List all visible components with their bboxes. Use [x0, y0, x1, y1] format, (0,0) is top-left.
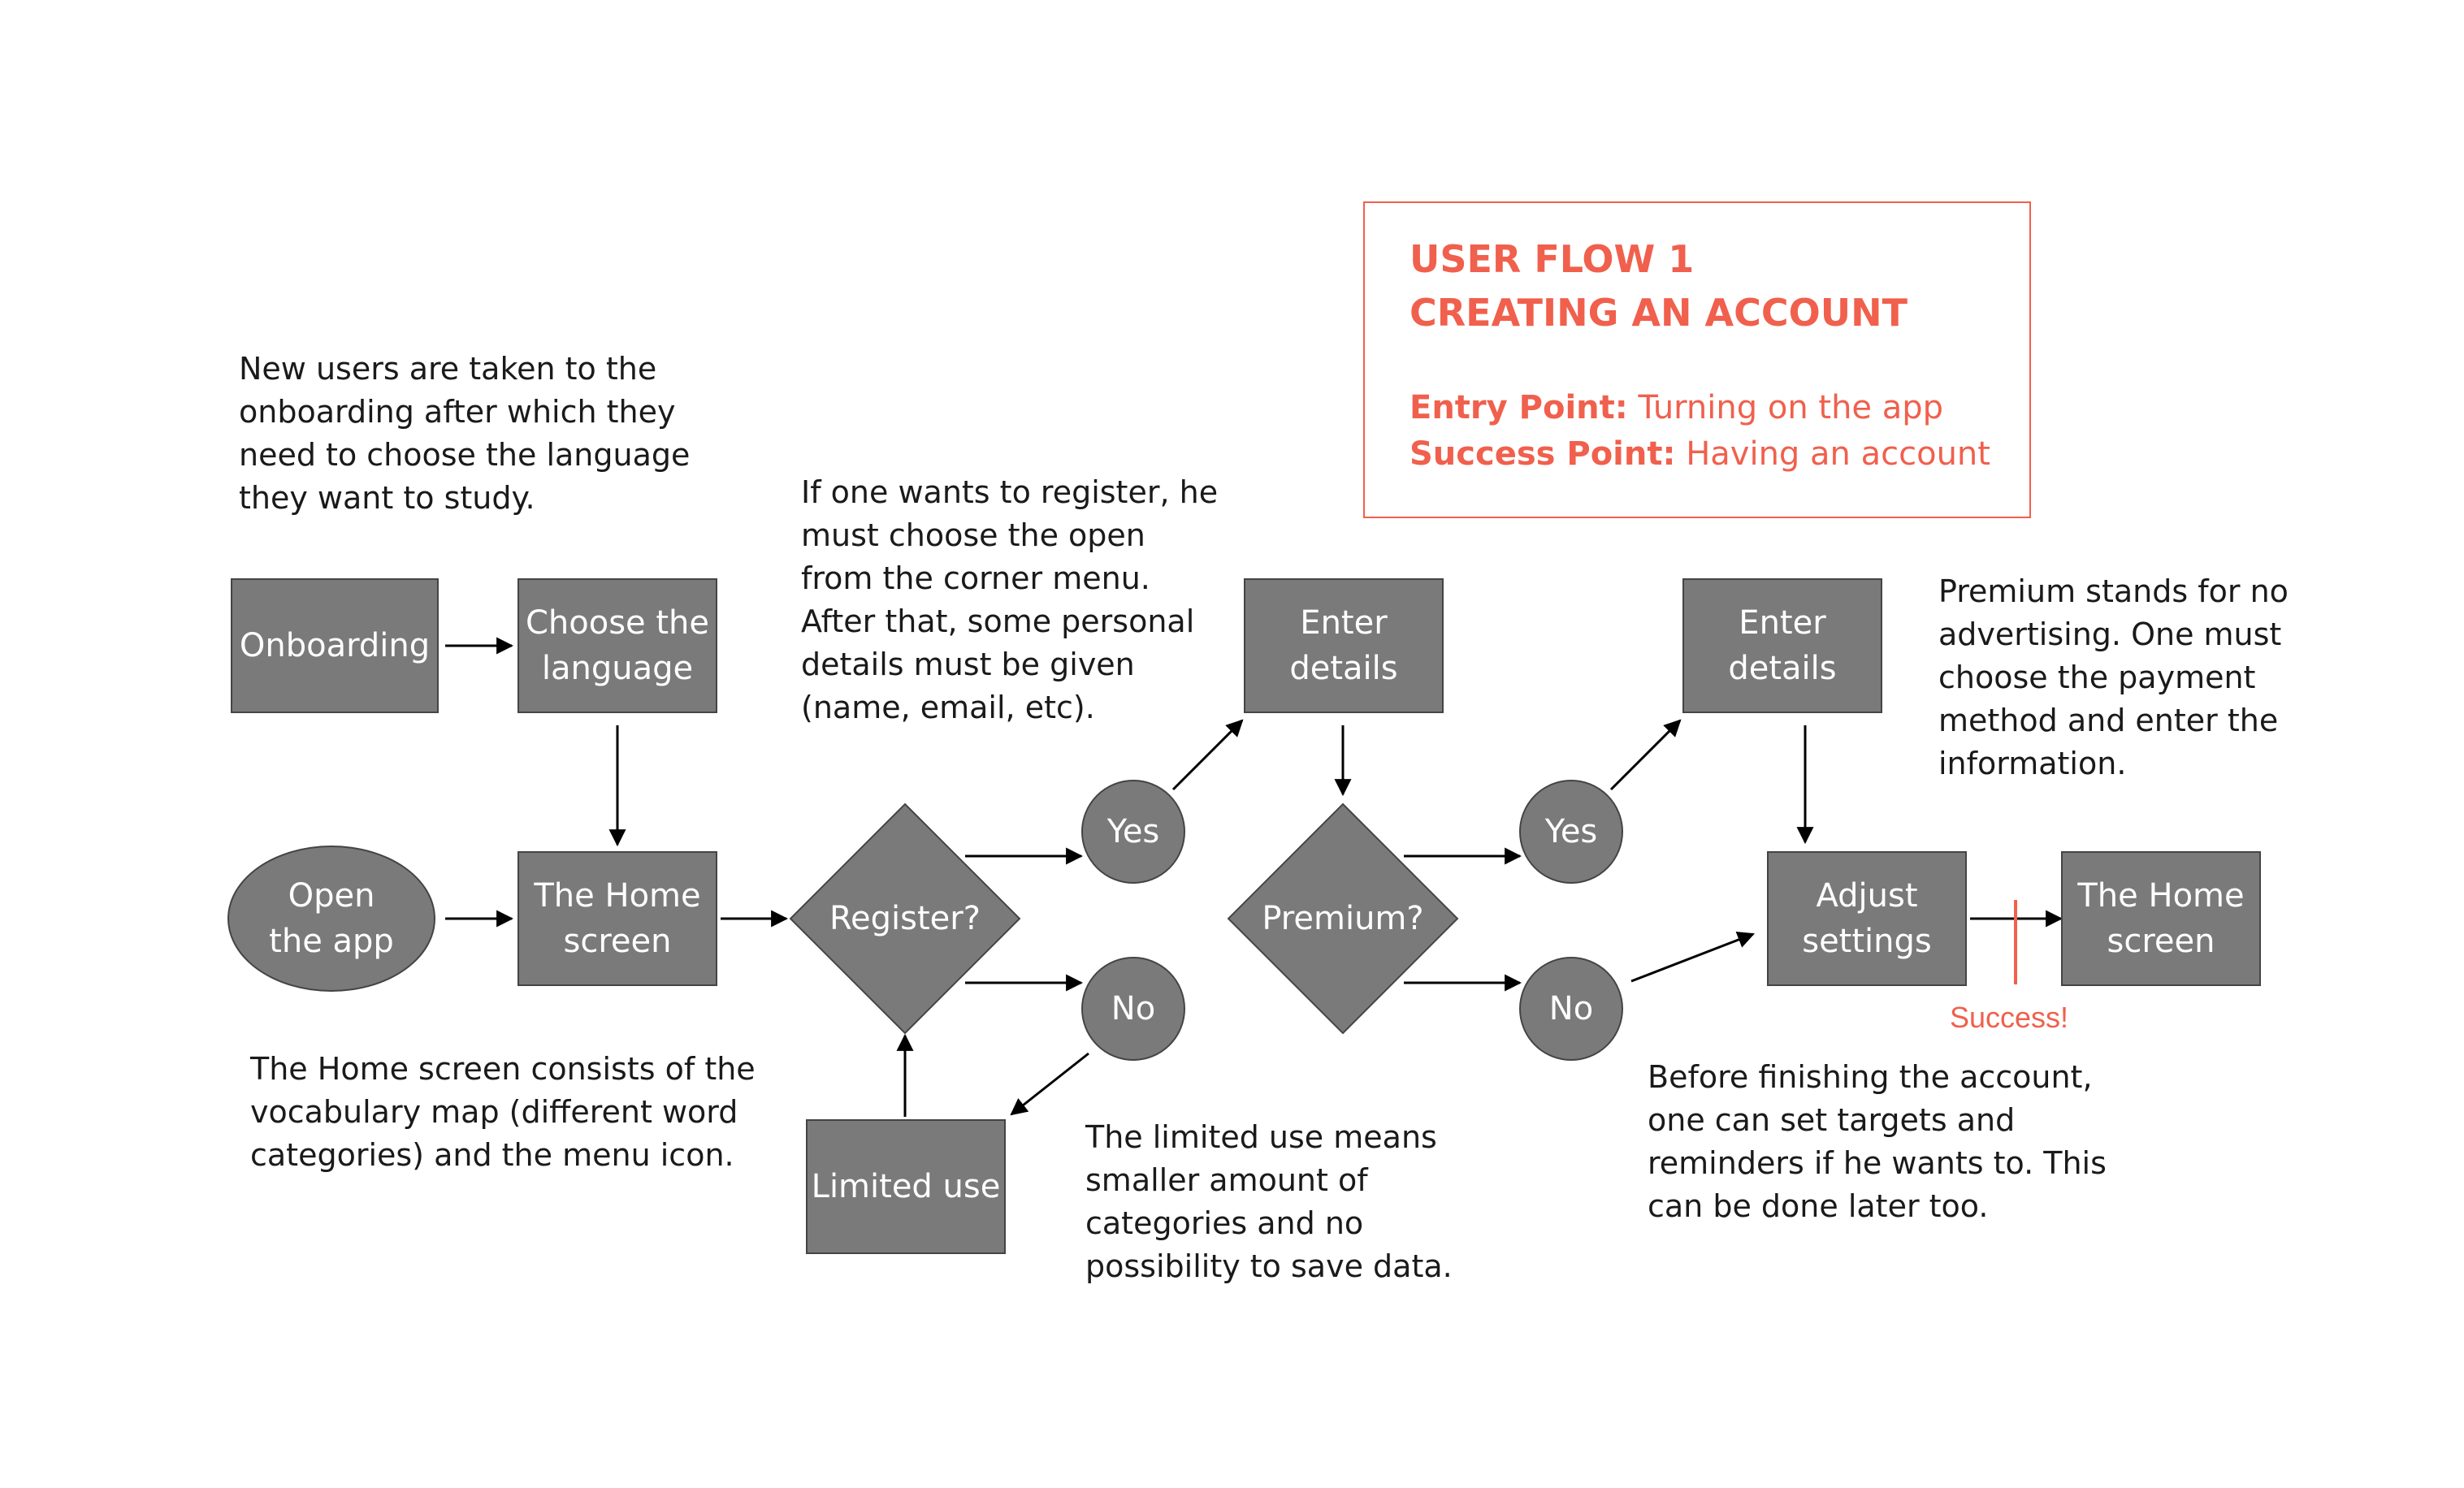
enter-details-node-1: Enter details: [1244, 578, 1444, 713]
title-line-1: USER FLOW 1: [1410, 237, 1695, 281]
onboarding-node: Onboarding: [231, 578, 439, 713]
no-node-2: No: [1519, 957, 1623, 1061]
entry-point-value: Turning on the app: [1638, 389, 1944, 426]
premium-diamond: [1227, 802, 1459, 1035]
home-screen-node-1: The Home screen: [517, 851, 717, 986]
yes-node-2: Yes: [1519, 780, 1623, 884]
adjust-settings-node: Adjust settings: [1767, 851, 1967, 986]
arrow-no-to-limited: [1010, 1052, 1089, 1116]
entry-point-label: Entry Point:: [1410, 389, 1628, 426]
entry-point: Entry Point: Turning on the app: [1410, 384, 1943, 431]
yes-node-1: Yes: [1081, 780, 1185, 884]
arrow-yes-to-details: [1171, 719, 1244, 791]
onboarding-note: New users are taken to the onboarding af…: [239, 351, 691, 516]
title-line-2: CREATING AN ACCOUNT: [1410, 291, 1908, 335]
no-node-1: No: [1081, 957, 1185, 1061]
premium-label: Premium?: [1262, 900, 1424, 937]
title-box: [1363, 201, 2031, 518]
limited-use-node: Limited use: [806, 1119, 1006, 1254]
arrow-yes-to-details-2: [1609, 719, 1682, 791]
open-app-node: Open the app: [227, 846, 435, 992]
home-screen-node-2: The Home screen: [2061, 851, 2261, 986]
register-diamond: [789, 802, 1021, 1035]
premium-note: Premium stands for no advertising. One m…: [1938, 573, 2289, 781]
success-label: Success!: [1950, 1001, 2069, 1034]
finish-note: Before finishing the account, one can se…: [1648, 1059, 2107, 1224]
limited-note: The limited use means smaller amount of …: [1085, 1119, 1453, 1284]
success-point-value: Having an account: [1686, 435, 1990, 473]
enter-details-node-2: Enter details: [1682, 578, 1882, 713]
register-note: If one wants to register, he must choose…: [801, 474, 1219, 725]
success-point-label: Success Point:: [1410, 435, 1676, 473]
arrow-no-to-adjust: [1630, 932, 1755, 983]
home-note: The Home screen consists of the vocabula…: [250, 1051, 756, 1173]
choose-language-node: Choose the language: [517, 578, 717, 713]
register-label: Register?: [829, 900, 981, 937]
success-point: Success Point: Having an account: [1410, 430, 1990, 478]
